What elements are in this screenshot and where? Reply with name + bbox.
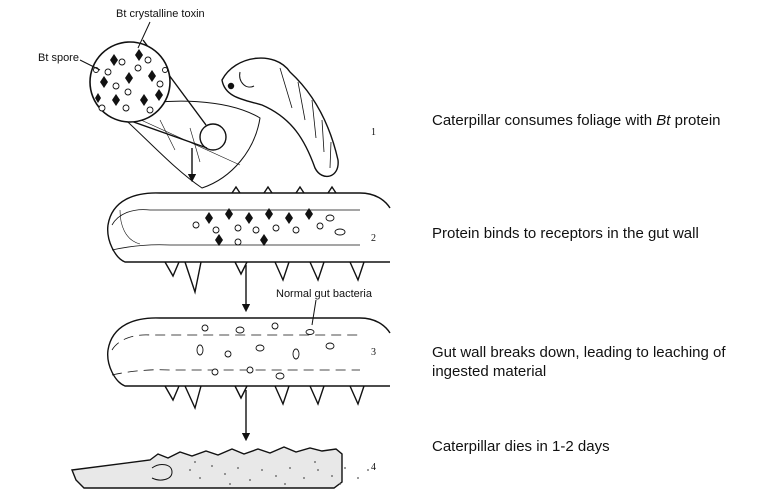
stage-1-illustration [90, 40, 338, 188]
stage-2-illustration [108, 187, 390, 292]
stage-4-number: 4 [371, 462, 376, 473]
bt-diagram [0, 0, 420, 489]
label-bacteria: Normal gut bacteria [276, 288, 372, 300]
stage-3-number: 3 [371, 347, 376, 358]
caption-stage-4: Caterpillar dies in 1-2 days [432, 437, 772, 456]
caption-stage-2: Protein binds to receptors in the gut wa… [432, 224, 772, 243]
label-toxin: Bt crystalline toxin [116, 8, 205, 20]
label-spore: Bt spore [38, 52, 79, 64]
stage-2-number: 2 [371, 233, 376, 244]
caption-stage-3: Gut wall breaks down, leading to leachin… [432, 343, 772, 381]
stage-3-bacteria [197, 323, 334, 379]
caption-stage-1: Caterpillar consumes foliage with Bt pro… [432, 111, 772, 130]
stage-1-number: 1 [371, 127, 376, 138]
stage-3-illustration [108, 318, 390, 408]
magnifier-small [200, 124, 226, 150]
stage-4-illustration [72, 447, 369, 488]
